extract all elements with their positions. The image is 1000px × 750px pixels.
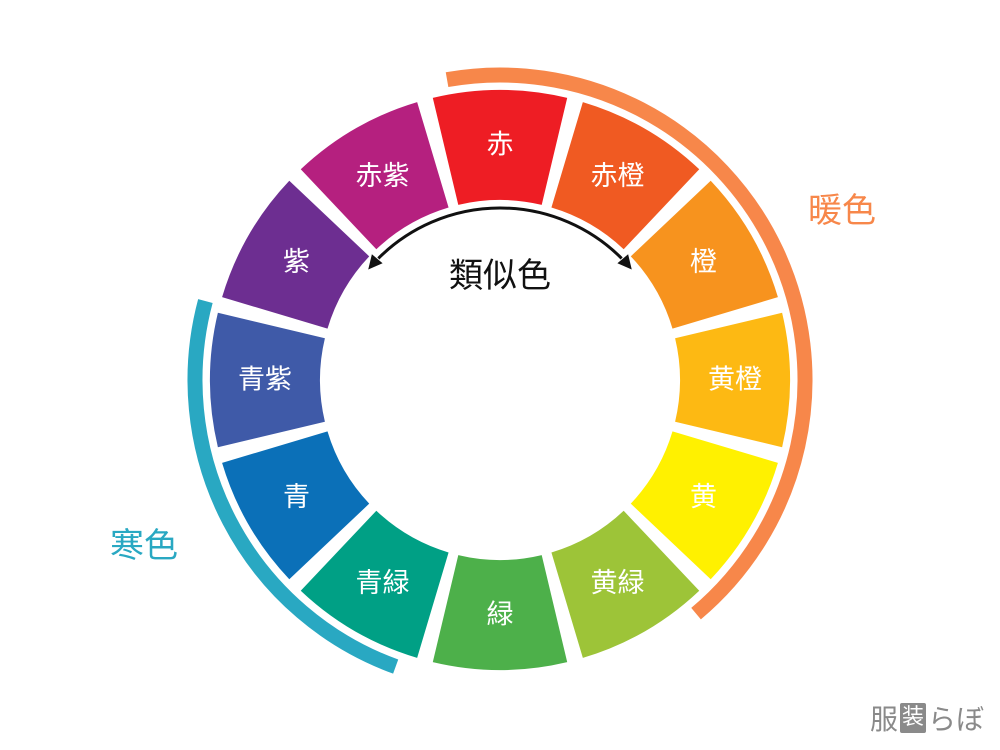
analogous-arrow-arc [377, 206, 623, 260]
wheel-segments [209, 90, 790, 670]
arrowhead-left-icon [368, 254, 383, 270]
wheel-segment-yellow-orange [675, 312, 790, 448]
segment-label-red-orange: 赤橙 [591, 161, 645, 192]
wheel-segment-red [432, 90, 568, 205]
segment-label-red: 赤 [487, 130, 514, 161]
wheel-segment-yellow-green [551, 510, 700, 658]
warm-colors-label: 暖色 [808, 191, 876, 231]
cool-colors-arc [187, 299, 399, 674]
wheel-segment-blue [222, 431, 370, 580]
segment-label-blue-green: 青緑 [356, 568, 410, 599]
segment-label-blue-violet: 青紫 [238, 365, 292, 396]
segment-label-yellow: 黄 [690, 482, 717, 513]
site-logo: 服 装 らぼ [870, 698, 984, 738]
cool-colors-label: 寒色 [110, 526, 178, 566]
logo-text-3: らぼ [927, 703, 984, 736]
warm-colors-arc [445, 67, 813, 620]
segment-label-yellow-orange: 黄橙 [708, 365, 762, 396]
analogous-colors-label: 類似色 [449, 256, 551, 296]
segment-label-red-violet: 赤紫 [356, 161, 410, 192]
wheel-segment-blue-green [300, 510, 449, 658]
segment-label-yellow-green: 黄緑 [591, 568, 645, 599]
logo-text-1: 服 [869, 703, 898, 736]
logo-text-2: 装 [899, 703, 926, 733]
wheel-segment-green [432, 555, 568, 670]
wheel-segment-blue-violet [209, 312, 325, 448]
segment-label-green: 緑 [487, 600, 514, 631]
arrowhead-right-icon [617, 254, 632, 270]
segment-label-violet: 紫 [283, 247, 310, 278]
wheel-segment-violet [222, 180, 370, 329]
wheel-segment-yellow [630, 431, 778, 580]
wheel-segment-red-violet [300, 102, 449, 250]
segment-label-blue: 青 [283, 482, 310, 513]
wheel-segment-red-orange [551, 102, 700, 250]
wheel-segment-orange [630, 180, 778, 329]
segment-label-orange: 橙 [690, 247, 717, 278]
